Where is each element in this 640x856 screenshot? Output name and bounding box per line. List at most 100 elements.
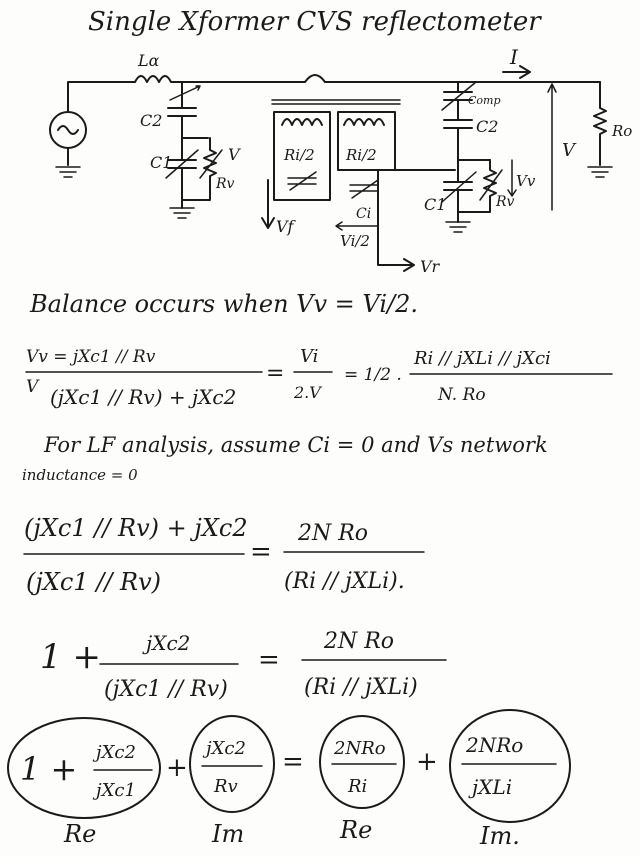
circle-term-2 bbox=[189, 715, 275, 813]
label-c1-left: C1 bbox=[150, 153, 172, 172]
eq1-lhs-denominator: (jXc1 // Rv) + jXc2 bbox=[50, 385, 236, 409]
eq4-plus-2: + bbox=[416, 747, 438, 777]
eq4-t3-numerator: 2NRo bbox=[333, 738, 386, 759]
eq4-label-re-1: Re bbox=[63, 820, 96, 848]
variable-arrow-icon bbox=[479, 169, 503, 201]
resistor-rv-left bbox=[203, 137, 217, 191]
eq1-rhs-numerator: Ri // jXLi // jXci bbox=[413, 348, 551, 369]
label-ci: Ci bbox=[356, 206, 371, 222]
equation-1: Vv = jXc1 // Rv V (jXc1 // Rv) + jXc2 = … bbox=[25, 346, 613, 409]
ground-icon-left bbox=[169, 207, 195, 219]
wire-c1-right-bottom bbox=[457, 189, 491, 213]
capacitor-ci-1 bbox=[287, 171, 317, 191]
eq1-mid-numerator: Vi bbox=[300, 346, 318, 367]
eq4-equals: = bbox=[282, 747, 304, 777]
variable-arrow-icon bbox=[441, 81, 477, 111]
eq4-label-re-2: Re bbox=[339, 816, 372, 844]
label-ri-half-1: Ri/2 bbox=[283, 146, 315, 164]
circle-term-1 bbox=[7, 717, 161, 819]
eq2-numerator: (jXc1 // Rv) + jXc2 bbox=[24, 514, 248, 542]
label-c2-right: C2 bbox=[476, 117, 498, 136]
label-v-load: V bbox=[562, 140, 577, 161]
lf-note-line-1: For LF analysis, assume Ci = 0 and Vs ne… bbox=[43, 433, 548, 457]
eq1-rhs-denominator: N. Ro bbox=[437, 385, 486, 405]
wire-c1-left-bottom bbox=[181, 167, 211, 201]
inductor-la bbox=[134, 75, 179, 83]
label-rv-left: Rv bbox=[215, 176, 235, 192]
capacitor-c2-right bbox=[443, 119, 473, 129]
label-ri-half-2: Ri/2 bbox=[345, 146, 377, 164]
eq2-rhs-denominator: (Ri // jXLi). bbox=[284, 569, 405, 594]
label-c2-left: C2 bbox=[140, 111, 162, 130]
eq2-equals: = bbox=[250, 537, 272, 567]
eq4-t2-numerator: jXc2 bbox=[202, 738, 246, 759]
label-current: I bbox=[509, 45, 519, 69]
resistor-ro bbox=[593, 81, 607, 166]
main-line bbox=[177, 74, 601, 83]
label-c1-right: C1 bbox=[424, 195, 446, 214]
lf-note-line-2: inductance = 0 bbox=[22, 466, 138, 484]
transformer-winding-1 bbox=[281, 118, 323, 126]
variable-arrow-icon bbox=[165, 149, 199, 179]
eq1-mid-denominator: 2.V bbox=[293, 383, 322, 402]
vf-arrow-icon bbox=[261, 179, 275, 229]
circuit-diagram: Lα I C2 C1 V Rv Ri/2 Ri/2 Ci V bbox=[49, 45, 632, 276]
wire-to-right-divider bbox=[394, 159, 456, 171]
balance-note: Balance occurs when Vv = Vi/2. bbox=[29, 290, 418, 318]
label-comp: Comp bbox=[468, 94, 501, 107]
ground-icon-load bbox=[587, 166, 613, 178]
variable-arrow-icon bbox=[441, 171, 477, 203]
eq4-t4-denominator: jXLi bbox=[468, 775, 512, 799]
vv-arrow-icon bbox=[507, 159, 517, 197]
eq4-t1-one-plus: 1 + bbox=[20, 750, 77, 788]
wire-c2-left-bottom bbox=[181, 115, 209, 139]
eq3-numerator: jXc2 bbox=[142, 631, 190, 655]
eq3-equals: = bbox=[258, 645, 280, 675]
eq3-denominator: (jXc1 // Rv) bbox=[104, 677, 228, 702]
capacitor-c2-left bbox=[167, 107, 197, 117]
label-v-left: V bbox=[228, 145, 241, 164]
eq4-t4-numerator: 2NRo bbox=[465, 733, 523, 757]
eq1-lhs-numerator: Vv = jXc1 // Rv bbox=[26, 347, 156, 367]
eq3-rhs-denominator: (Ri // jXLi) bbox=[304, 675, 418, 700]
eq3-rhs-numerator: 2N Ro bbox=[323, 629, 394, 654]
transformer-winding-2 bbox=[343, 118, 385, 126]
label-vi-half: Vi/2 bbox=[340, 232, 370, 250]
eq2-rhs-numerator: 2N Ro bbox=[297, 521, 368, 546]
circle-term-4 bbox=[449, 709, 571, 823]
eq4-t3-denominator: Ri bbox=[347, 776, 367, 797]
eq1-equals-1: = bbox=[266, 361, 284, 386]
label-inductor: Lα bbox=[137, 51, 160, 70]
wire-source-top bbox=[67, 81, 136, 113]
variable-arrow-icon bbox=[199, 149, 223, 179]
label-vv-right: Vv bbox=[516, 172, 536, 190]
vi-half-arrow-icon bbox=[335, 221, 379, 231]
variable-arrow-icon bbox=[169, 85, 201, 101]
resistor-rv-right bbox=[483, 159, 497, 206]
eq2-denominator: (jXc1 // Rv) bbox=[26, 568, 161, 596]
eq4-t2-denominator: Rv bbox=[213, 776, 238, 797]
load-voltage-arrow-icon bbox=[547, 83, 557, 211]
eq4-t1-numerator: jXc2 bbox=[92, 742, 136, 763]
circle-term-3 bbox=[319, 715, 405, 809]
label-ro: Ro bbox=[611, 122, 632, 140]
transformer-core bbox=[271, 99, 401, 105]
eq1-rhs-prefix: = 1/2 . bbox=[344, 365, 402, 385]
eq3-one-plus: 1 + bbox=[40, 637, 101, 677]
capacitor-ci-2 bbox=[349, 179, 379, 199]
page-title: Single Xformer CVS reflectometer bbox=[88, 7, 542, 37]
eq4-label-im-2: Im. bbox=[479, 822, 520, 850]
eq4-label-im-1: Im bbox=[211, 820, 244, 848]
eq4-t1-denominator: jXc1 bbox=[92, 780, 136, 801]
equation-3: 1 + jXc2 (jXc1 // Rv) = 2N Ro (Ri // jXL… bbox=[40, 629, 447, 702]
current-arrow-icon bbox=[502, 65, 531, 79]
eq4-plus-1: + bbox=[166, 753, 188, 783]
ac-source-wave-icon bbox=[57, 125, 79, 135]
eq1-lhs-v: V bbox=[26, 377, 40, 397]
label-rv-right: Rv bbox=[495, 194, 515, 210]
ground-icon-right bbox=[445, 221, 471, 233]
ground-icon-source bbox=[55, 166, 81, 178]
equation-2: (jXc1 // Rv) + jXc2 (jXc1 // Rv) = 2N Ro… bbox=[23, 514, 425, 596]
